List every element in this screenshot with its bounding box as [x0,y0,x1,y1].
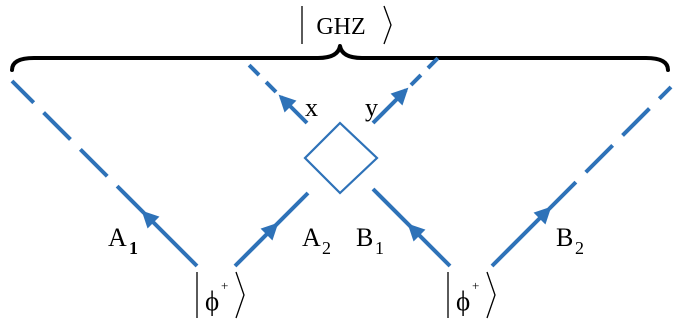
label-a2: A 2 [302,223,331,258]
beam-b2 [490,85,673,268]
beam-b1 [371,187,452,268]
label-b2: B 2 [556,223,584,258]
svg-text:B: B [356,223,373,252]
svg-text:2: 2 [322,238,331,258]
beam-y [371,52,444,125]
ghz-label: GHZ [316,14,365,40]
source-ket-1: ϕ + [196,271,245,319]
svg-text:2: 2 [575,238,584,258]
label-x: x [305,93,318,122]
label-a1: A 1 [108,223,138,258]
svg-text:A: A [302,223,321,252]
svg-text:1: 1 [129,238,138,258]
beam-splitter [303,121,379,195]
svg-text:ϕ: ϕ [205,286,219,316]
label-b1: B 1 [356,223,384,258]
svg-text:ϕ: ϕ [456,286,470,316]
svg-text:+: + [221,278,228,293]
svg-text:1: 1 [375,238,384,258]
source-ket-2: ϕ + [447,271,496,319]
svg-text:+: + [472,278,479,293]
beam-a2 [233,191,310,268]
ghz-ket: GHZ [301,5,392,45]
beam-a1 [10,79,199,268]
ghz-brace [10,44,670,72]
svg-text:A: A [108,223,127,252]
label-y: y [365,93,378,122]
svg-text:B: B [556,223,573,252]
beam-x [244,60,309,125]
